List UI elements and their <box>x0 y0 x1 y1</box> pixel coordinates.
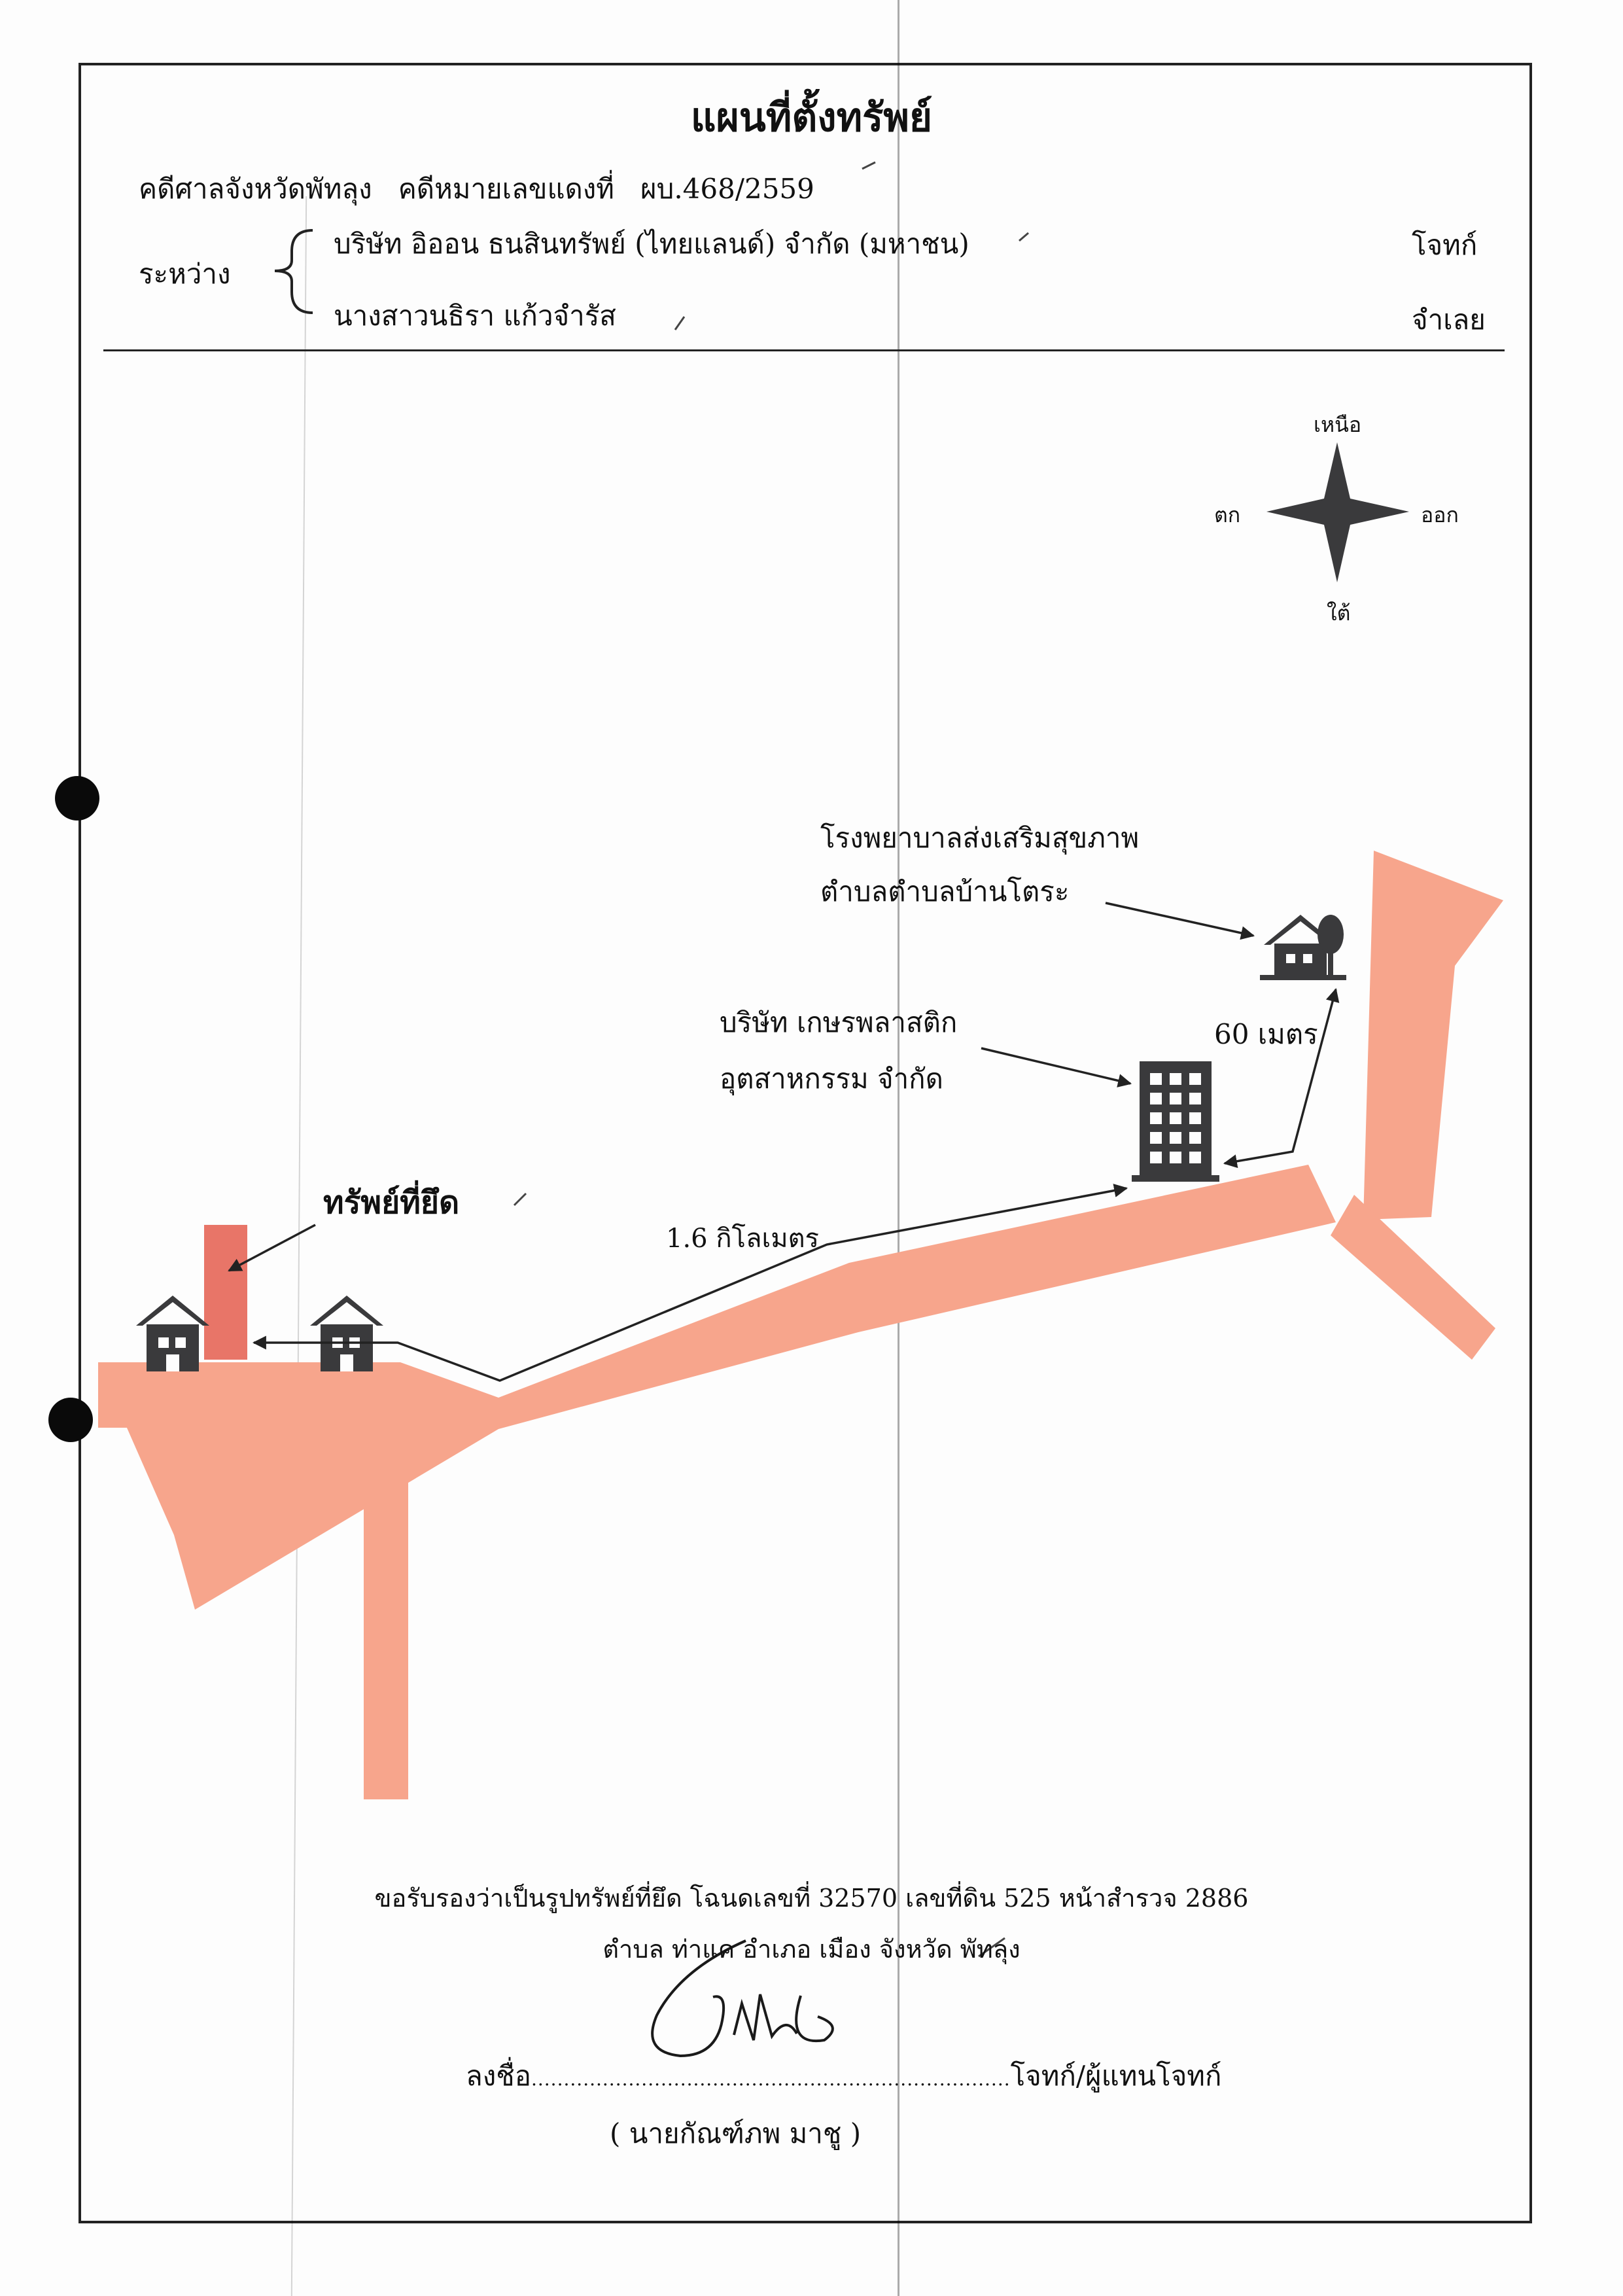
page-title: แผนที่ตั้งทรัพย์ <box>690 95 933 141</box>
arrow-to-hospital <box>1105 902 1255 940</box>
house-icon <box>136 1296 209 1371</box>
arrow-to-company <box>981 1047 1132 1087</box>
house-icon <box>310 1296 383 1371</box>
check-mark <box>1019 232 1029 242</box>
company-label-line2: อุตสาหกรรม จำกัด <box>720 1063 943 1095</box>
scan-artifact-line <box>898 0 899 2296</box>
road-southeast-branch <box>1331 1195 1495 1360</box>
certification-line1: ขอรับรองว่าเป็นรูปทรัพย์ที่ยึด โฉนดเลขที… <box>374 1884 1249 1913</box>
punch-hole <box>55 776 99 821</box>
hospital-label-line2: ตำบลตำบลบ้านโตระ <box>820 875 1070 908</box>
header-divider <box>103 349 1505 351</box>
seized-property-marker <box>204 1225 247 1360</box>
signature-scribble <box>651 1939 834 2058</box>
between-label: ระหว่าง <box>139 258 231 290</box>
case-number: ผบ.468/2559 <box>640 173 814 205</box>
check-mark <box>978 1937 1005 1958</box>
route-1600m <box>385 1184 1128 1382</box>
plaintiff-name: บริษัท อิออน ธนสินทรัพย์ (ไทยแลนด์) จำกั… <box>334 228 969 260</box>
compass-west-label: ตก <box>1214 503 1241 527</box>
check-mark <box>674 316 686 330</box>
road-east-branch <box>1363 851 1503 1220</box>
defendant-name: นางสาวนธิรา แก้วจำรัส <box>334 300 616 332</box>
certification-line2: ตำบล ท่าแค อำเภอ เมือง จังหวัด พัทลุง <box>602 1935 1021 1964</box>
hospital-label-line1: โรงพยาบาลส่งเสริมสุขภาพ <box>820 822 1140 854</box>
check-mark <box>862 161 876 170</box>
seized-property-label: ทรัพย์ที่ยึด <box>323 1184 460 1221</box>
case-number-label: คดีหมายเลขแดงที่ <box>398 173 614 205</box>
road-south <box>364 1394 408 1799</box>
road-small-spur <box>309 1413 348 1498</box>
signature-line: ลงชื่อ..................................… <box>466 2055 1221 2098</box>
party-brace <box>274 229 313 314</box>
document-frame <box>79 63 1532 2223</box>
hospital-icon <box>1260 915 1346 980</box>
compass-star-icon <box>1266 442 1409 582</box>
company-label-line1: บริษัท เกษรพลาสติก <box>720 1006 958 1038</box>
road-main <box>98 1165 1336 1610</box>
signer-name: ( นายกัณฑ์ภพ มาชู ) <box>610 2117 862 2149</box>
distance-1600m-label: 1.6 กิโลเมตร <box>666 1224 820 1254</box>
road-network <box>98 851 1503 1799</box>
punch-hole <box>48 1398 93 1442</box>
defendant-role: จำเลย <box>1412 304 1486 336</box>
compass-east-label: ออก <box>1421 503 1459 527</box>
check-mark <box>513 1192 527 1207</box>
plaintiff-role: โจทก์ <box>1412 229 1478 261</box>
sign-dots: ........................................… <box>531 2068 1011 2090</box>
sign-role: โจทก์/ผู้แทนโจทก์ <box>1010 2060 1222 2092</box>
road-left-spur <box>98 1362 400 1428</box>
compass-south-label: ใต้ <box>1327 601 1351 626</box>
route-60m <box>1223 987 1340 1169</box>
arrow-to-property <box>228 1224 316 1272</box>
building-icon <box>1132 1061 1219 1182</box>
compass-north-label: เหนือ <box>1314 412 1362 437</box>
sign-label: ลงชื่อ <box>466 2060 531 2092</box>
case-line: คดีศาลจังหวัดพัทลุง คดีหมายเลขแดงที่ ผบ.… <box>139 168 814 211</box>
court-name: คดีศาลจังหวัดพัทลุง <box>139 173 372 205</box>
distance-60m-label: 60 เมตร <box>1214 1018 1318 1050</box>
